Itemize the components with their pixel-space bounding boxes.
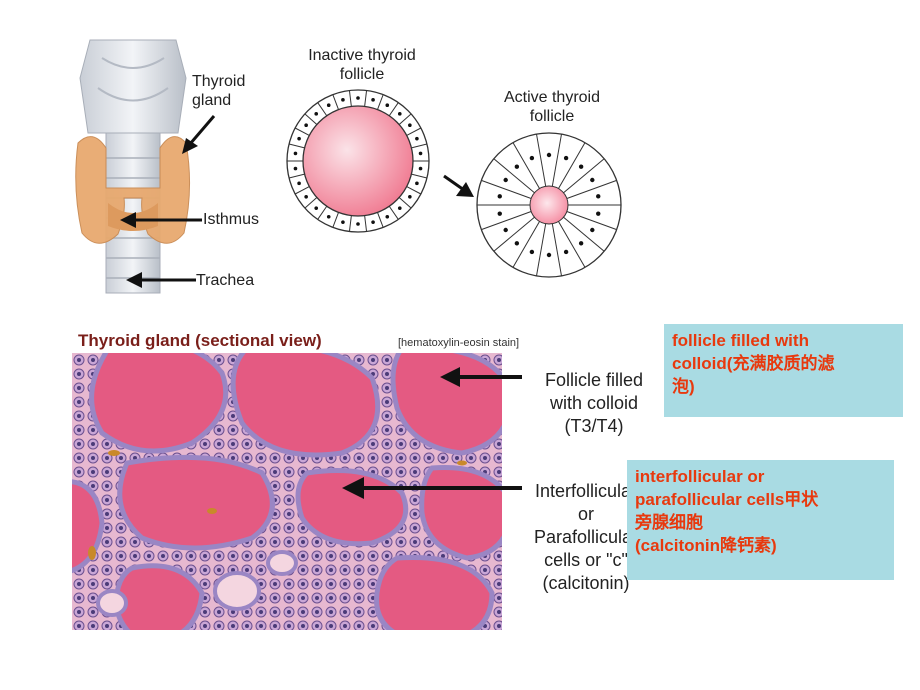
cell-nucleus (415, 182, 419, 186)
stain-note: [hematoxylin-eosin stain] (398, 337, 519, 349)
cell-nucleus (304, 195, 308, 199)
cell-nucleus (530, 250, 534, 254)
cell-nucleus (341, 98, 345, 102)
cell-nucleus (371, 98, 375, 102)
cell-nucleus (356, 222, 360, 226)
cell-nucleus (415, 137, 419, 141)
cells-note-line-3: 旁腺细胞 (635, 511, 886, 534)
trachea-arrow (126, 270, 196, 290)
cell-nucleus (515, 164, 519, 168)
cell-nucleus (547, 253, 551, 257)
cell-nucleus (579, 164, 583, 168)
cell-nucleus (356, 96, 360, 100)
cell-nucleus (385, 103, 389, 107)
cell-nucleus (590, 178, 594, 182)
thyroid-gland-label-line-2: gland (192, 91, 245, 110)
trachea-label: Trachea (196, 271, 254, 290)
cell-nucleus (596, 194, 600, 198)
cell-nucleus (294, 167, 298, 171)
cell-nucleus (503, 228, 507, 232)
cell-nucleus (408, 195, 412, 199)
histology-title: Thyroid gland (sectional view) (78, 331, 322, 351)
cell-nucleus (503, 178, 507, 182)
cells-note-line-2: parafollicular cells甲状 (635, 488, 886, 511)
cell-nucleus (398, 206, 402, 210)
cell-nucleus (314, 112, 318, 116)
interfollicular-arrow (342, 475, 522, 501)
inactive-follicle-title-line-1: Inactive thyroid (282, 46, 442, 65)
cell-nucleus (419, 152, 423, 156)
follicle-caption-line-2: with colloid (524, 392, 664, 415)
cells-note: interfollicular or parafollicular cells甲… (627, 460, 894, 580)
cell-nucleus (419, 167, 423, 171)
cell-nucleus (398, 112, 402, 116)
inactive-follicle-title-line-2: follicle (282, 65, 442, 84)
cell-nucleus (515, 241, 519, 245)
inactive-follicle-title: Inactive thyroid follicle (282, 46, 442, 84)
cell-nucleus (327, 215, 331, 219)
cells-note-line-4: (calcitonin降钙素) (635, 534, 886, 557)
cell-nucleus (408, 123, 412, 127)
cell-nucleus (530, 156, 534, 160)
thyroid-gland-label: Thyroid gland (192, 72, 245, 110)
follicle-caption: Follicle filled with colloid (T3/T4) (524, 369, 664, 438)
follicle-caption-line-3: (T3/T4) (524, 415, 664, 438)
cell-nucleus (498, 194, 502, 198)
thyroid-gland-arrow (180, 112, 220, 158)
inactive-follicle-diagram (283, 86, 433, 236)
cell-nucleus (564, 250, 568, 254)
cell-nucleus (314, 206, 318, 210)
cell-nucleus (294, 152, 298, 156)
cell-nucleus (564, 156, 568, 160)
isthmus-arrow (120, 210, 202, 230)
active-follicle-title-line-2: follicle (472, 107, 632, 126)
thyroid-gland-label-line-1: Thyroid (192, 72, 245, 91)
cell-nucleus (304, 123, 308, 127)
cells-note-line-1: interfollicular or (635, 465, 886, 488)
follicle-note-line-3: 泡) (672, 375, 895, 398)
cell-nucleus (579, 241, 583, 245)
colloid-arrow (440, 365, 522, 389)
follicle-note-line-2: colloid(充满胶质的滤 (672, 352, 895, 375)
cell-nucleus (498, 211, 502, 215)
follicle-note: follicle filled with colloid(充满胶质的滤 泡) (664, 324, 903, 417)
cell-nucleus (327, 103, 331, 107)
transition-arrow (440, 170, 476, 200)
cell-nucleus (341, 220, 345, 224)
cell-nucleus (385, 215, 389, 219)
active-follicle-diagram (474, 130, 624, 280)
follicle-note-line-1: follicle filled with (672, 329, 895, 352)
thyroid-anatomy-illustration (68, 38, 198, 300)
active-follicle-title: Active thyroid follicle (472, 88, 632, 126)
active-follicle-title-line-1: Active thyroid (472, 88, 632, 107)
cell-nucleus (297, 182, 301, 186)
cell-nucleus (371, 220, 375, 224)
follicle-caption-line-1: Follicle filled (524, 369, 664, 392)
isthmus-label: Isthmus (203, 210, 259, 229)
cell-nucleus (547, 153, 551, 157)
cell-nucleus (596, 211, 600, 215)
cell-nucleus (590, 228, 594, 232)
cell-nucleus (297, 137, 301, 141)
